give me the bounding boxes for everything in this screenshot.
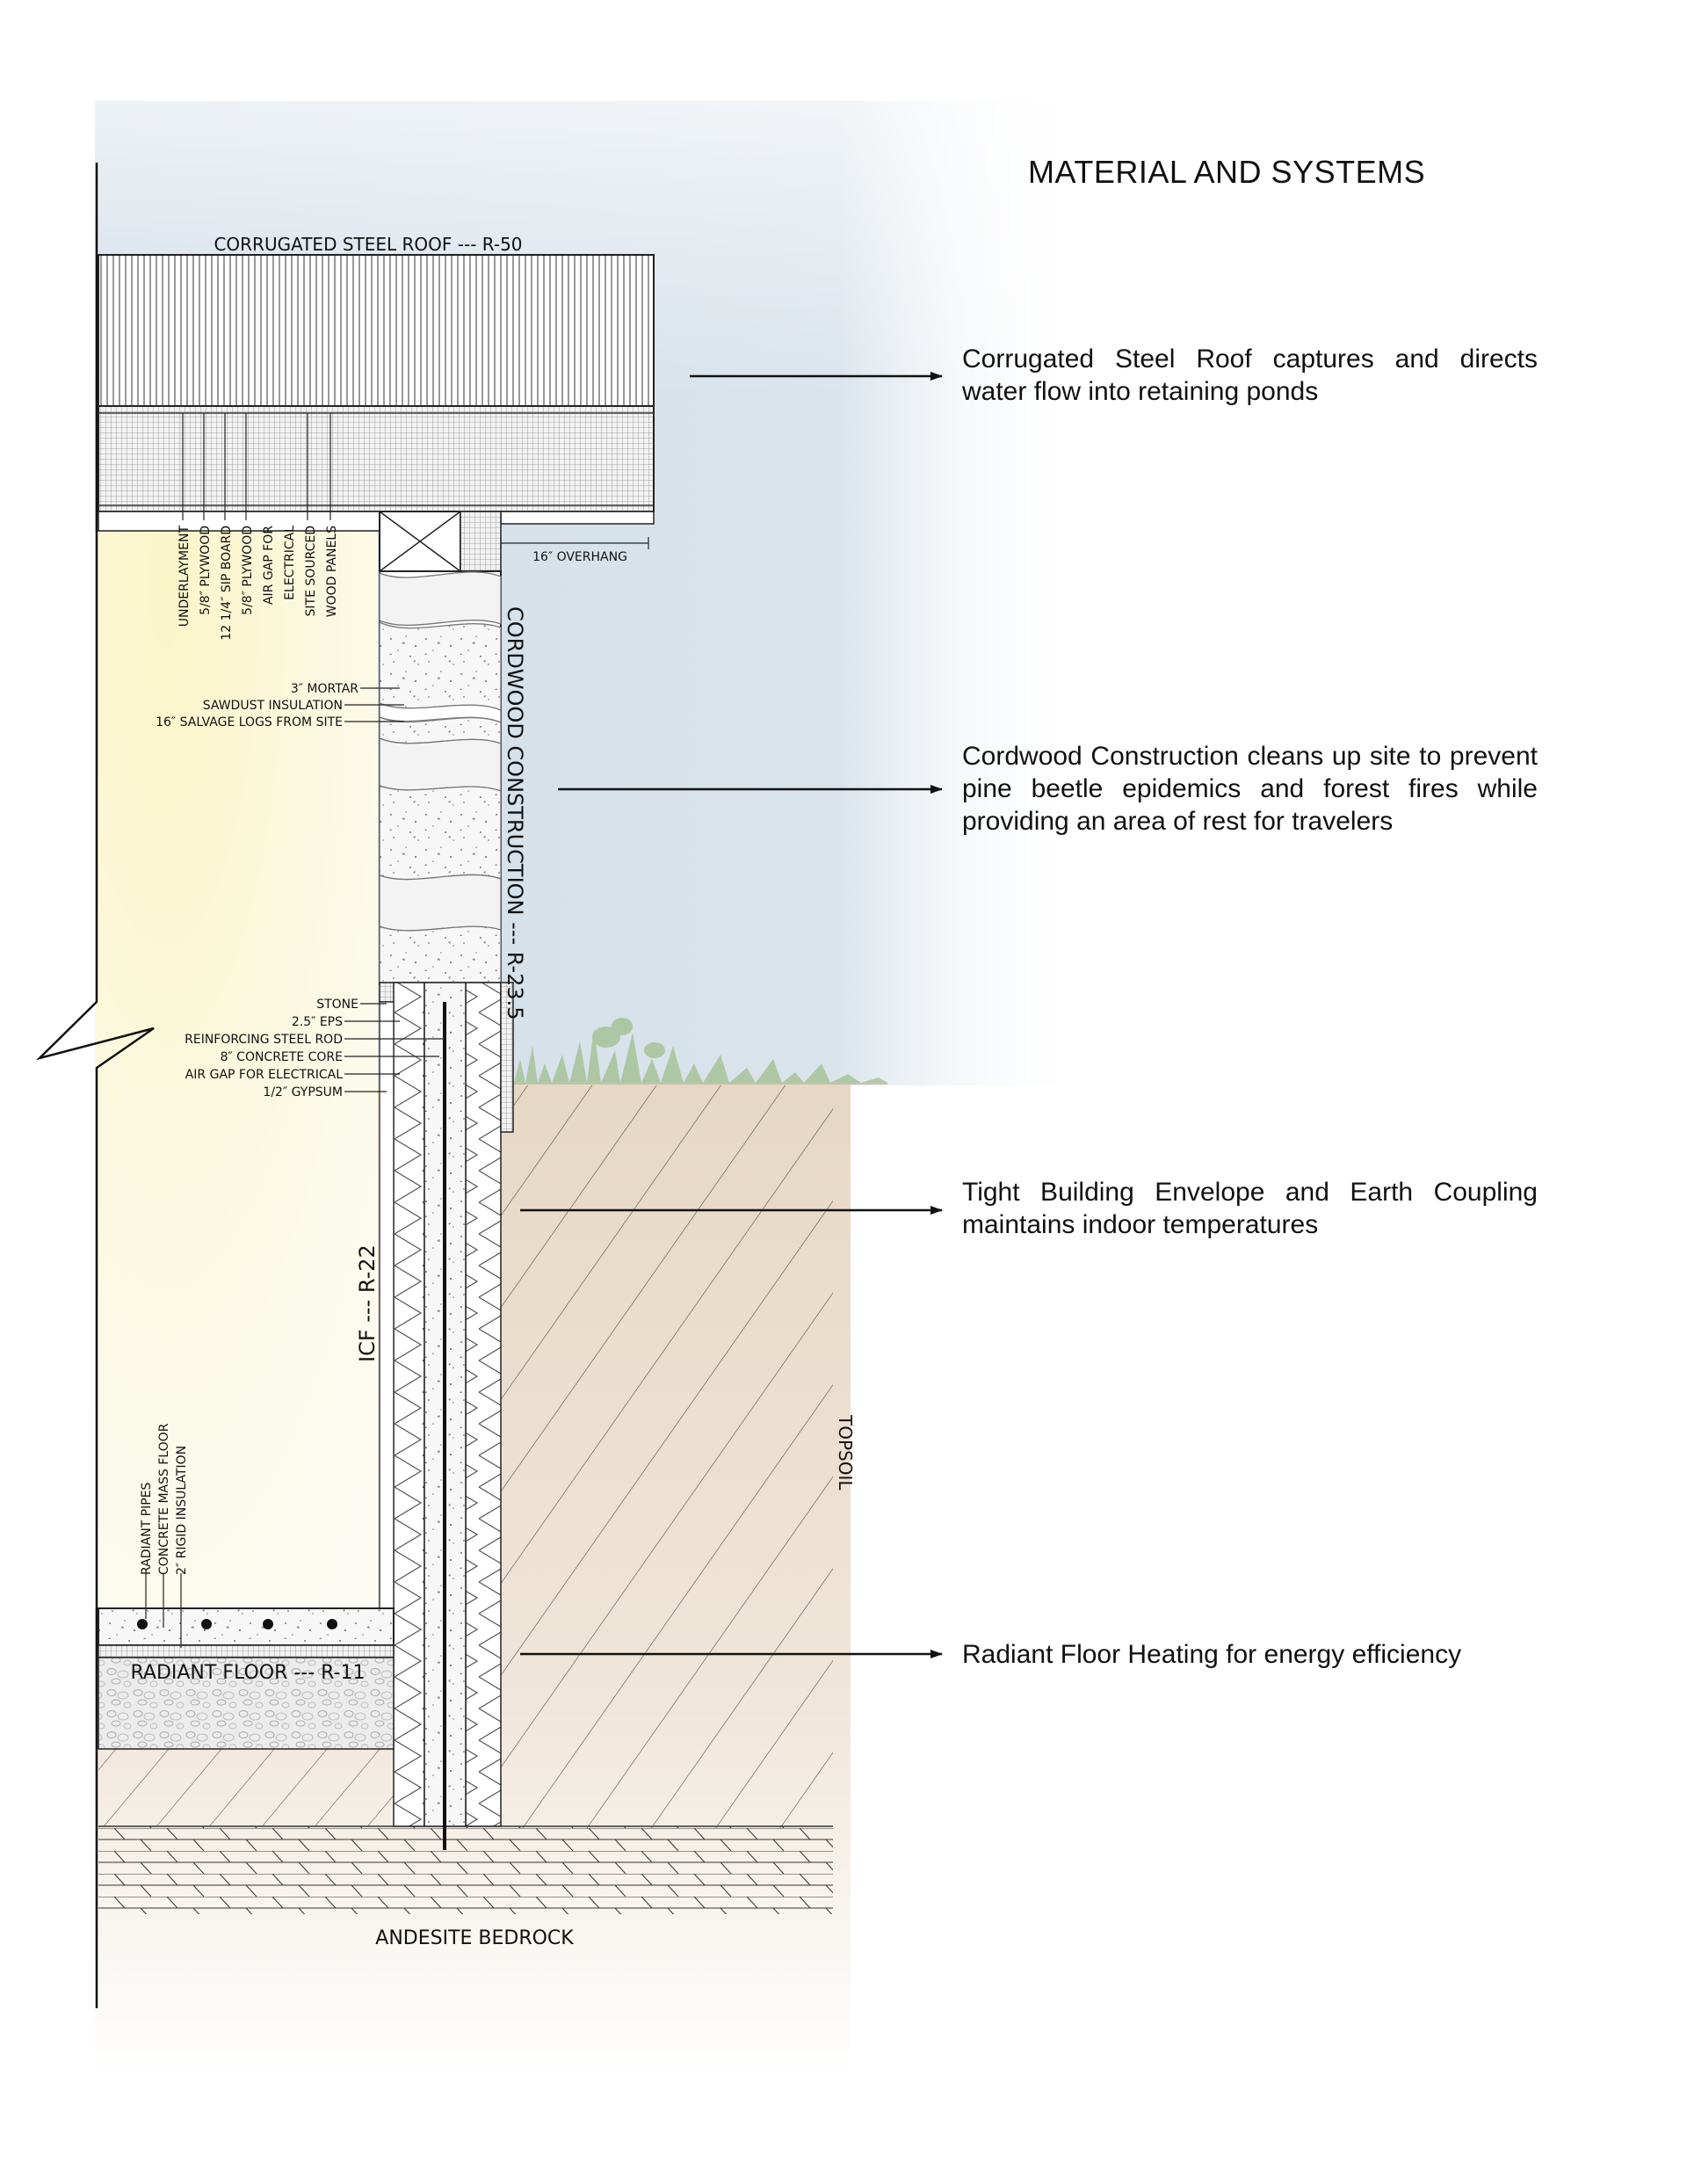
icf-layer-concrete-core: 8″ CONCRETE CORE (221, 1050, 343, 1064)
cordwood-logs (379, 571, 502, 983)
icf-eps-inner (393, 982, 425, 1827)
page-title: MATERIAL AND SYSTEMS (1028, 154, 1426, 190)
bedrock-label: ANDESITE BEDROCK (375, 1927, 574, 1949)
roof-layer-air-gap: AIR GAP FOR (262, 526, 276, 605)
floor-layer-concrete-mass: CONCRETE MASS FLOOR (157, 1423, 171, 1575)
cordwood-leaders (344, 687, 404, 722)
break-line (35, 163, 155, 2008)
icf-eps-outer (465, 982, 502, 1827)
floor-layer-rigid-insulation: 2″ RIGID INSULATION (175, 1446, 189, 1575)
cordwood-label: CORDWOOD CONSTRUCTION --- R-23.5 (503, 606, 527, 1020)
cordwood-layer-logs: 16″ SALVAGE LOGS FROM SITE (156, 715, 343, 729)
concrete-mass-floor (98, 1607, 395, 1646)
cordwood-layer-mortar: 3″ MORTAR (291, 682, 358, 696)
icf-layer-gypsum: 1/2″ GYPSUM (263, 1085, 343, 1099)
subfloor-soil-hatch (98, 1749, 397, 1826)
roof-layer-leaders (182, 413, 331, 520)
sip-board-layer (98, 405, 655, 512)
icf-layer-steel-rod: REINFORCING STEEL ROD (185, 1033, 343, 1047)
roof-layer-plywood-1: 5/8″ PLYWOOD (199, 526, 213, 615)
icf-leaders (344, 1003, 445, 1092)
stone-cladding (500, 982, 514, 1133)
roof-layer-underlayment: UNDERLAYMENT (177, 526, 192, 628)
icf-layer-eps: 2.5″ EPS (292, 1015, 343, 1029)
gravel-base (98, 1657, 395, 1750)
radiant-pipes (137, 1619, 337, 1629)
floor-leaders (145, 1573, 182, 1648)
note-cordwood: Cordwood Construction cleans up site to … (962, 742, 1538, 836)
andesite-bedrock (98, 1826, 833, 1914)
cordwood-layer-sawdust: SAWDUST INSULATION (203, 699, 343, 713)
roof-layer-wood-panels: WOOD PANELS (325, 526, 339, 617)
roof-layer-sip-board: 12 1/4″ SIP BOARD (220, 526, 234, 641)
roof-layer-plywood-2: 5/8″ PLYWOOD (241, 526, 255, 615)
roof-label: CORRUGATED STEEL ROOF --- R-50 (214, 234, 522, 255)
overhang-label: 16″ OVERHANG (532, 550, 627, 564)
interior-light (95, 532, 378, 1608)
floor-layer-radiant-pipes: RADIANT PIPES (140, 1482, 154, 1575)
note-envelope: Tight Building Envelope and Earth Coupli… (962, 1178, 1538, 1239)
radiant-floor-label: RADIANT FLOOR --- R-11 (131, 1662, 366, 1684)
note-roof: Corrugated Steel Roof captures and direc… (962, 345, 1538, 406)
topsoil-label: TOPSOIL (835, 1414, 856, 1491)
corrugated-steel-roof (98, 254, 655, 407)
icf-layer-stone: STONE (316, 998, 358, 1012)
grass-illustration (508, 1018, 887, 1083)
rigid-insulation (98, 1644, 395, 1658)
roof-layer-site-sourced: SITE SOURCED (304, 526, 318, 616)
topsoil-hatch (501, 1085, 833, 1828)
gypsum-board (379, 1001, 395, 1609)
roof-layer-electrical: ELECTRICAL (283, 526, 297, 600)
note-radiant: Radiant Floor Heating for energy efficie… (962, 1640, 1462, 1669)
icf-layer-air-gap: AIR GAP FOR ELECTRICAL (185, 1068, 343, 1082)
icf-label: ICF --- R-22 (355, 1244, 380, 1362)
